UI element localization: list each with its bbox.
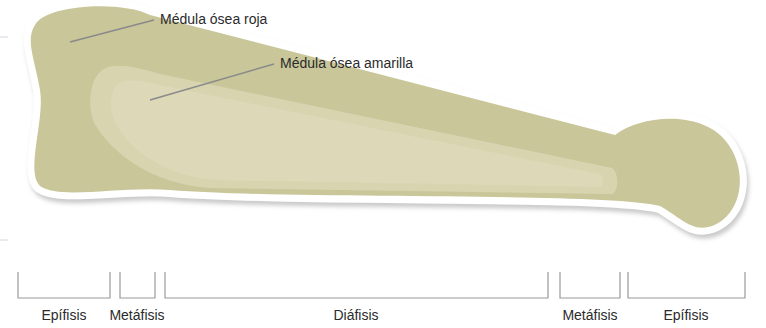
region-label: Metáfisis <box>109 307 164 323</box>
bone-halo <box>31 6 740 227</box>
yellow-marrow <box>90 66 617 194</box>
edge-rule <box>0 240 8 241</box>
region-label: Diáfisis <box>333 307 378 323</box>
bone-shape <box>31 6 740 227</box>
region-label: Metáfisis <box>562 307 617 323</box>
bracket <box>120 272 155 298</box>
bracket <box>18 272 110 298</box>
edge-rule <box>0 37 8 38</box>
region-label: Epífisis <box>41 307 86 323</box>
leader-line <box>70 20 154 42</box>
bracket <box>165 272 548 298</box>
bracket <box>628 272 745 298</box>
part-label: Médula ósea roja <box>160 11 267 27</box>
brackets <box>18 272 745 298</box>
part-label: Médula ósea amarilla <box>280 55 413 71</box>
bracket <box>560 272 620 298</box>
region-label: Epífisis <box>663 307 708 323</box>
yellow-marrow-inner <box>111 80 603 187</box>
leader-line <box>150 64 274 100</box>
